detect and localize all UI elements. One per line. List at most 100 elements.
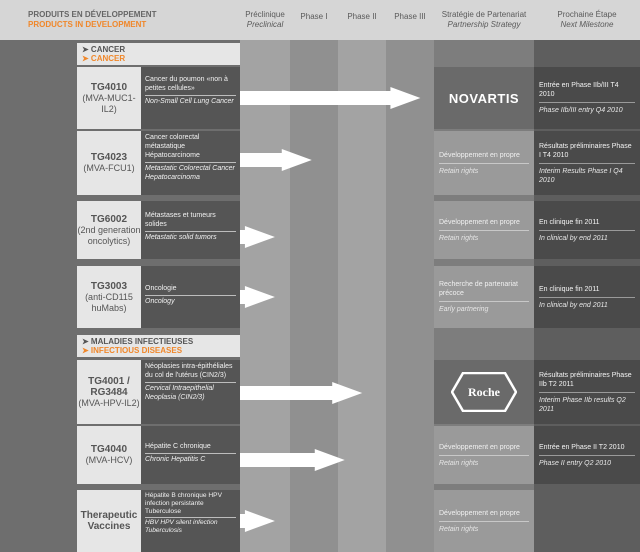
strategy-en: Retain rights (439, 162, 529, 176)
milestone-en: In clinical by end 2011 (539, 229, 635, 243)
section-cancer: ➤ CANCER ➤ CANCER (77, 43, 240, 65)
partner-logo-roche: Roche (468, 384, 500, 399)
indication-box: Cancer colorectal métastatique Hépatocar… (141, 131, 240, 195)
milestone-en: Interim Phase IIb results Q2 2011 (539, 391, 635, 414)
product-name: Therapeutic Vaccines (80, 510, 138, 532)
product-name: TG4023 (90, 152, 128, 163)
indication-en: Chronic Hepatitis C (145, 453, 236, 464)
indication-box: Hépatite B chronique HPV infection persi… (141, 490, 240, 552)
indication-box: Oncologie Oncology (141, 266, 240, 328)
progress-arrow (240, 449, 345, 471)
col-header-preclinical-en: Preclinical (246, 20, 284, 29)
indication-fr: Hépatite C chronique (145, 443, 211, 450)
strategy-fr: Développement en propre (439, 218, 520, 226)
roche-hexagon-logo (451, 372, 517, 412)
indication-box: Cancer du poumon «non à petites cellules… (141, 67, 240, 129)
strategy-box: Développement en propre Retain rights (434, 426, 534, 484)
product-name: TG3003 (90, 280, 128, 292)
indication-fr: Hépatite B chronique HPV infection persi… (145, 492, 222, 515)
milestone-box: En clinique fin 2011 In clinical by end … (534, 201, 640, 259)
progress-arrow (240, 226, 275, 248)
col-header-phase3: Phase III (394, 12, 426, 21)
partner-box-novartis: NOVARTIS (434, 67, 534, 129)
product-code: (MVA-HCV) (85, 455, 133, 465)
strategy-fr: Développement en propre (439, 443, 520, 451)
col-header-strategy-en: Partnership Strategy (447, 20, 521, 29)
indication-en: Metastatic solid tumors (145, 231, 236, 242)
milestone-fr: Entrée en Phase II T2 2010 (539, 443, 625, 451)
col-header-milestone-fr: Prochaine Étape (557, 10, 617, 19)
product-name: TG4040 (90, 444, 128, 455)
indication-fr: Cancer du poumon «non à petites cellules… (145, 76, 228, 92)
product-name: TG6002 (90, 213, 128, 225)
product-code: (anti-CD115 huMabs) (85, 291, 133, 313)
col-header-milestone: Prochaine Étape Next Milestone (534, 10, 640, 30)
header-title-fr: PRODUITS EN DÉVELOPPEMENT (28, 10, 157, 19)
product-name: TG4010 (90, 81, 128, 93)
strategy-en: Early partnering (439, 301, 529, 314)
strategy-fr: Développement en propre (439, 509, 520, 517)
product-box: TG4001 / RG3484 (MVA-HPV-IL2) (77, 360, 141, 424)
strategy-box: Développement en propre Retain rights (434, 490, 534, 552)
indication-fr: Néoplasies intra-épithéliales du col de … (145, 363, 233, 379)
phase-column-phase2 (338, 40, 386, 552)
header-title-en: PRODUCTS IN DEVELOPMENT (28, 20, 147, 29)
progress-arrow (240, 149, 312, 171)
phase-column-phase3 (386, 40, 434, 552)
milestone-en: Interim Results Phase I Q4 2010 (539, 162, 635, 185)
partner-logo-novartis: NOVARTIS (448, 90, 520, 106)
section-infectious-fr: ➤ MALADIES INFECTIEUSES (82, 337, 194, 346)
strategy-box: Développement en propre Retain rights (434, 201, 534, 259)
milestone-en: In clinical by end 2011 (539, 296, 635, 310)
product-code: (MVA-HPV-IL2) (78, 397, 140, 408)
col-header-strategy-fr: Stratégie de Partenariat (441, 10, 527, 19)
col-header-strategy: Stratégie de Partenariat Partnership Str… (434, 10, 534, 30)
strategy-en: Retain rights (439, 520, 529, 534)
strategy-en: Retain rights (439, 229, 529, 243)
indication-en: Metastatic Colorectal Cancer Hepatocarci… (145, 162, 236, 182)
product-box: TG3003 (anti-CD115 huMabs) (77, 266, 141, 328)
progress-arrow (240, 510, 275, 532)
partner-box-roche: Roche (434, 360, 534, 424)
strategy-box: Recherche de partenariat précoce Early p… (434, 266, 534, 328)
milestone-box: Résultats préliminaires Phase I T4 2010 … (534, 131, 640, 195)
progress-arrow (240, 286, 275, 308)
section-infectious-en: ➤ INFECTIOUS DISEASES (82, 346, 183, 355)
col-header-preclinical: Préclinique Preclinical (240, 10, 290, 30)
section-infectious: ➤ MALADIES INFECTIEUSES ➤ INFECTIOUS DIS… (77, 335, 240, 357)
indication-en: HBV HPV silent infection Tuberculosis (145, 517, 236, 535)
product-box: TG6002 (2nd generation oncolytics) (77, 201, 141, 259)
section-cancer-fr: ➤ CANCER (82, 45, 126, 54)
indication-fr: Cancer colorectal métastatique Hépatocar… (145, 134, 200, 159)
header-band (0, 0, 640, 40)
product-box: TG4023 (MVA-FCU1) (77, 131, 141, 195)
indication-en: Non-Small Cell Lung Cancer (145, 95, 236, 106)
product-box: TG4040 (MVA-HCV) (77, 426, 141, 484)
indication-en: Cervical Intraepithelial Neoplasia (CIN2… (145, 382, 236, 402)
product-name: TG4001 / RG3484 (88, 375, 130, 398)
strategy-fr: Recherche de partenariat précoce (439, 281, 518, 297)
indication-box: Néoplasies intra-épithéliales du col de … (141, 360, 240, 424)
indication-fr: Métastases et tumeurs solides (145, 212, 216, 228)
section-cancer-en: ➤ CANCER (82, 54, 126, 63)
milestone-box: Résultats préliminaires Phase IIb T2 201… (534, 360, 640, 424)
col-header-preclinical-fr: Préclinique (245, 10, 285, 19)
milestone-fr: Entrée en Phase IIb/III T4 2010 (539, 82, 619, 98)
progress-arrow (240, 87, 421, 109)
indication-box: Hépatite C chronique Chronic Hepatitis C (141, 426, 240, 484)
product-box: Therapeutic Vaccines (77, 490, 141, 552)
milestone-box: En clinique fin 2011 In clinical by end … (534, 266, 640, 328)
milestone-box: Entrée en Phase IIb/III T4 2010 Phase II… (534, 67, 640, 129)
header-title: PRODUITS EN DÉVELOPPEMENT PRODUCTS IN DE… (28, 10, 238, 30)
indication-box: Métastases et tumeurs solides Metastatic… (141, 201, 240, 259)
milestone-en: Phase IIb/III entry Q4 2010 (539, 102, 635, 115)
indication-en: Oncology (145, 295, 236, 306)
product-code: (MVA-FCU1) (83, 163, 135, 173)
indication-fr: Oncologie (145, 285, 177, 292)
product-code: (2nd generation oncolytics) (77, 224, 141, 246)
strategy-en: Retain rights (439, 454, 529, 468)
col-header-phase2: Phase II (347, 12, 377, 21)
milestone-box: Entrée en Phase II T2 2010 Phase II entr… (534, 426, 640, 484)
product-box: TG4010 (MVA-MUC1-IL2) (77, 67, 141, 129)
